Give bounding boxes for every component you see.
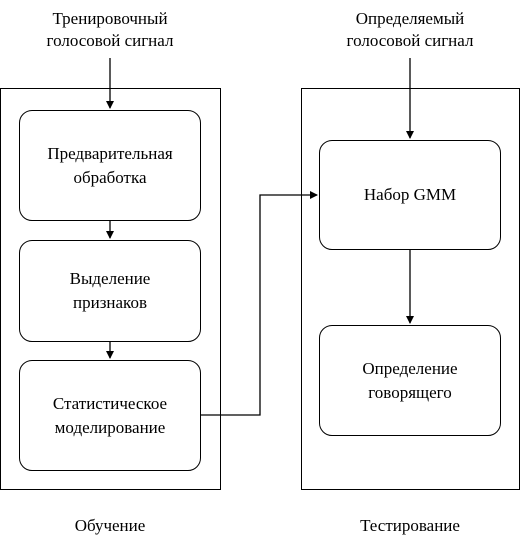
arrow-modeling-to-gmm: [201, 191, 318, 416]
training-panel-caption: Обучение: [74, 516, 146, 535]
gmm-set-label: Набор GMM: [363, 185, 457, 204]
test-input-label: Определяемый голосовой сигнал: [346, 9, 474, 50]
feature-extraction-box: Выделение признаков: [19, 240, 201, 342]
preprocessing-box: Предварительная обработка: [19, 110, 201, 221]
statistical-modeling-box: Статистическое моделирование: [19, 360, 201, 471]
gmm-set-box: Набор GMM: [319, 140, 501, 250]
speaker-identification-label: Определение говорящего: [362, 358, 458, 402]
training-input-label: Тренировочный голосовой сигнал: [46, 9, 174, 50]
preprocessing-label: Предварительная обработка: [47, 143, 173, 187]
speaker-identification-box: Определение говорящего: [319, 325, 501, 436]
testing-panel-caption: Тестирование: [360, 516, 460, 535]
feature-extraction-label: Выделение признаков: [69, 269, 151, 312]
statistical-modeling-label: Статистическое моделирование: [52, 393, 168, 437]
